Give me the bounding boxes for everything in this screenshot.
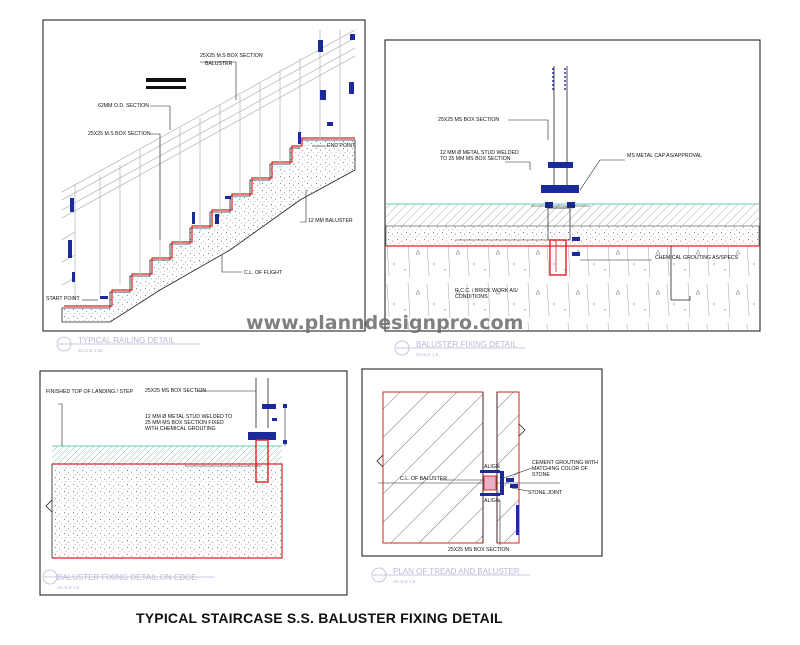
fixing-label-grouting-wrap: CHEMICAL GROUTING AS/SPECS [655, 255, 739, 261]
plan-label-cement-grouting: CEMENT GROUTING WITH MATCHING COLOR OF S… [532, 460, 598, 478]
plan-label-cl-baluster: C.L. OF BALUSTER [400, 476, 447, 482]
edge-finish-layer [52, 446, 282, 464]
panel-railing: 25X25 M.S BOX SECTION BALUSTER 62MM O.D.… [42, 19, 366, 353]
tread-finish-line [64, 137, 355, 307]
edge-slab-outline [52, 463, 283, 559]
edge-frame [39, 370, 348, 596]
railing-label-box-section-mid: 25X25 M.S BOX SECTION [88, 131, 151, 137]
railing-label-od-section: 62MM O.D. SECTION [98, 103, 149, 109]
plan-label-align-bottom: ALIGN [484, 498, 500, 504]
fixing-label-stud: 12 MM Ø METAL STUD WELDED TO 25 MM MS BO… [440, 150, 519, 162]
plan-baluster [480, 470, 519, 535]
plan-leaders [440, 467, 533, 545]
fixing-leaders [455, 119, 652, 261]
edge-label-finished-top-wrap: FINISHED TOP OF LANDING / STEP [46, 389, 134, 395]
edge-leaders [58, 390, 262, 467]
railing-leaders [82, 61, 326, 301]
fixing-baluster-assembly [531, 66, 590, 276]
fixing-label-cap: MS METAL CAP AS/APPROVAL [627, 153, 702, 159]
railing-frame [42, 19, 366, 332]
finish-layer [386, 204, 759, 226]
fixing-label-rcc-wrap: R.C.C. / BRICK WORK AS/ CONDITIONS [455, 288, 518, 300]
fixing-label-grouting: CHEMICAL GROUTING AS/SPECS [655, 255, 739, 261]
edge-baluster-assembly [248, 378, 287, 483]
panel-fixing: 25X25 MS BOX SECTION 12 MM Ø METAL STUD … [384, 39, 761, 357]
plan-title: PLAN OF TREAD AND BALUSTER [393, 567, 520, 576]
edge-title: BALUSTER FIXING DETAIL ON EDGE [57, 573, 197, 582]
edge-scale: SCALE 1:5 [57, 585, 80, 590]
edge-label-stud-wrap: 12 MM Ø METAL STUD WELDED TO 25 MM MS BO… [145, 414, 233, 432]
plan-label-cement-grouting-wrap: CEMENT GROUTING WITH MATCHING COLOR OF S… [532, 460, 598, 478]
fixing-scale: SCALE 1:5 [416, 352, 439, 357]
railing-label-end-point: END POINT [327, 143, 356, 149]
railing-label-box-section-top: 25X25 M.S BOX SECTION [200, 53, 263, 59]
screed-layer [385, 225, 760, 247]
watermark: www.planndesignpro.com [246, 312, 523, 334]
plan-tread-left [382, 391, 484, 544]
railing-title: TYPICAL RAILING DETAIL [78, 336, 175, 345]
fixing-label-stud-wrap: 12 MM Ø METAL STUD WELDED TO 25 MM MS BO… [440, 150, 519, 162]
edge-slab [53, 465, 281, 557]
fixing-title: BALUSTER FIXING DETAIL [416, 340, 517, 349]
panel-edge: FINISHED TOP OF LANDING / STEP 25X25 MS … [39, 370, 348, 596]
panel-plan: C.L. OF BALUSTER ALIGN ALIGN CEMENT GROU… [361, 368, 603, 584]
plan-frame [361, 368, 603, 557]
plan-label-box-section: 25X25 MS BOX SECTION [448, 547, 509, 553]
railing-label-12mm-baluster: 12 MM BALUSTER [308, 218, 353, 224]
edge-label-box-section: 25X25 MS BOX SECTION [145, 388, 206, 394]
plan-label-stone-joint: STONE JOINT [528, 490, 563, 496]
railing-label-cl-flight: C.L. OF FLIGHT [244, 270, 283, 276]
flight-slab [61, 139, 356, 323]
fixing-frame [384, 39, 761, 332]
railing-label-baluster: BALUSTER [205, 61, 233, 67]
edge-label-stud: 12 MM Ø METAL STUD WELDED TO 25 MM MS BO… [145, 414, 233, 432]
railing-scale: SCALE 1:25 [78, 348, 103, 353]
plan-scale: SCALE 1:5 [393, 579, 416, 584]
edge-label-finished-top: FINISHED TOP OF LANDING / STEP [46, 389, 134, 395]
plan-label-align-top: ALIGN [484, 464, 500, 470]
fixing-label-box-section: 25X25 MS BOX SECTION [438, 117, 499, 123]
fixing-label-rcc: R.C.C. / BRICK WORK AS/ CONDITIONS [455, 288, 518, 300]
railing-dimension-marks [68, 34, 355, 299]
rcc-brick-layer [386, 247, 759, 330]
railing-label-start-point: START POINT [46, 296, 81, 302]
main-title: TYPICAL STAIRCASE S.S. BALUSTER FIXING D… [136, 610, 503, 626]
